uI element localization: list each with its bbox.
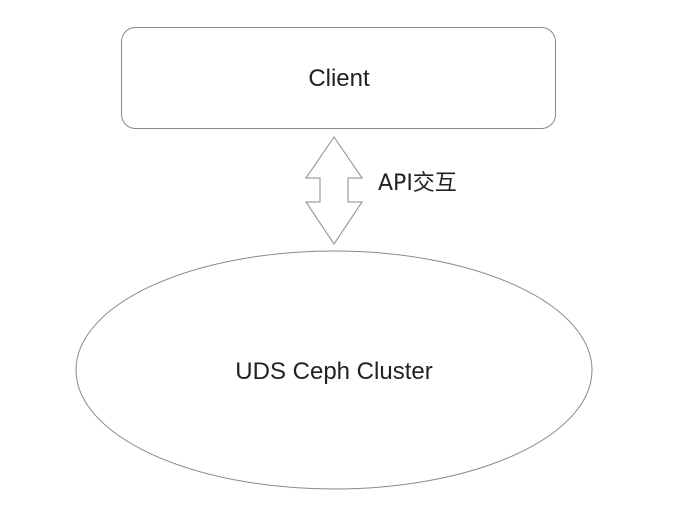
client-box: [121, 27, 556, 129]
client-label: Client: [308, 65, 370, 92]
double-headed-arrow-icon: [305, 136, 363, 245]
api-interaction-label: API交互: [378, 171, 457, 196]
cluster-node: UDS Ceph Cluster: [75, 250, 593, 490]
cluster-ellipse: [75, 250, 593, 490]
api-interaction-edge: API交互: [305, 136, 457, 245]
client-node: Client: [121, 27, 556, 129]
cluster-label: UDS Ceph Cluster: [235, 358, 432, 385]
